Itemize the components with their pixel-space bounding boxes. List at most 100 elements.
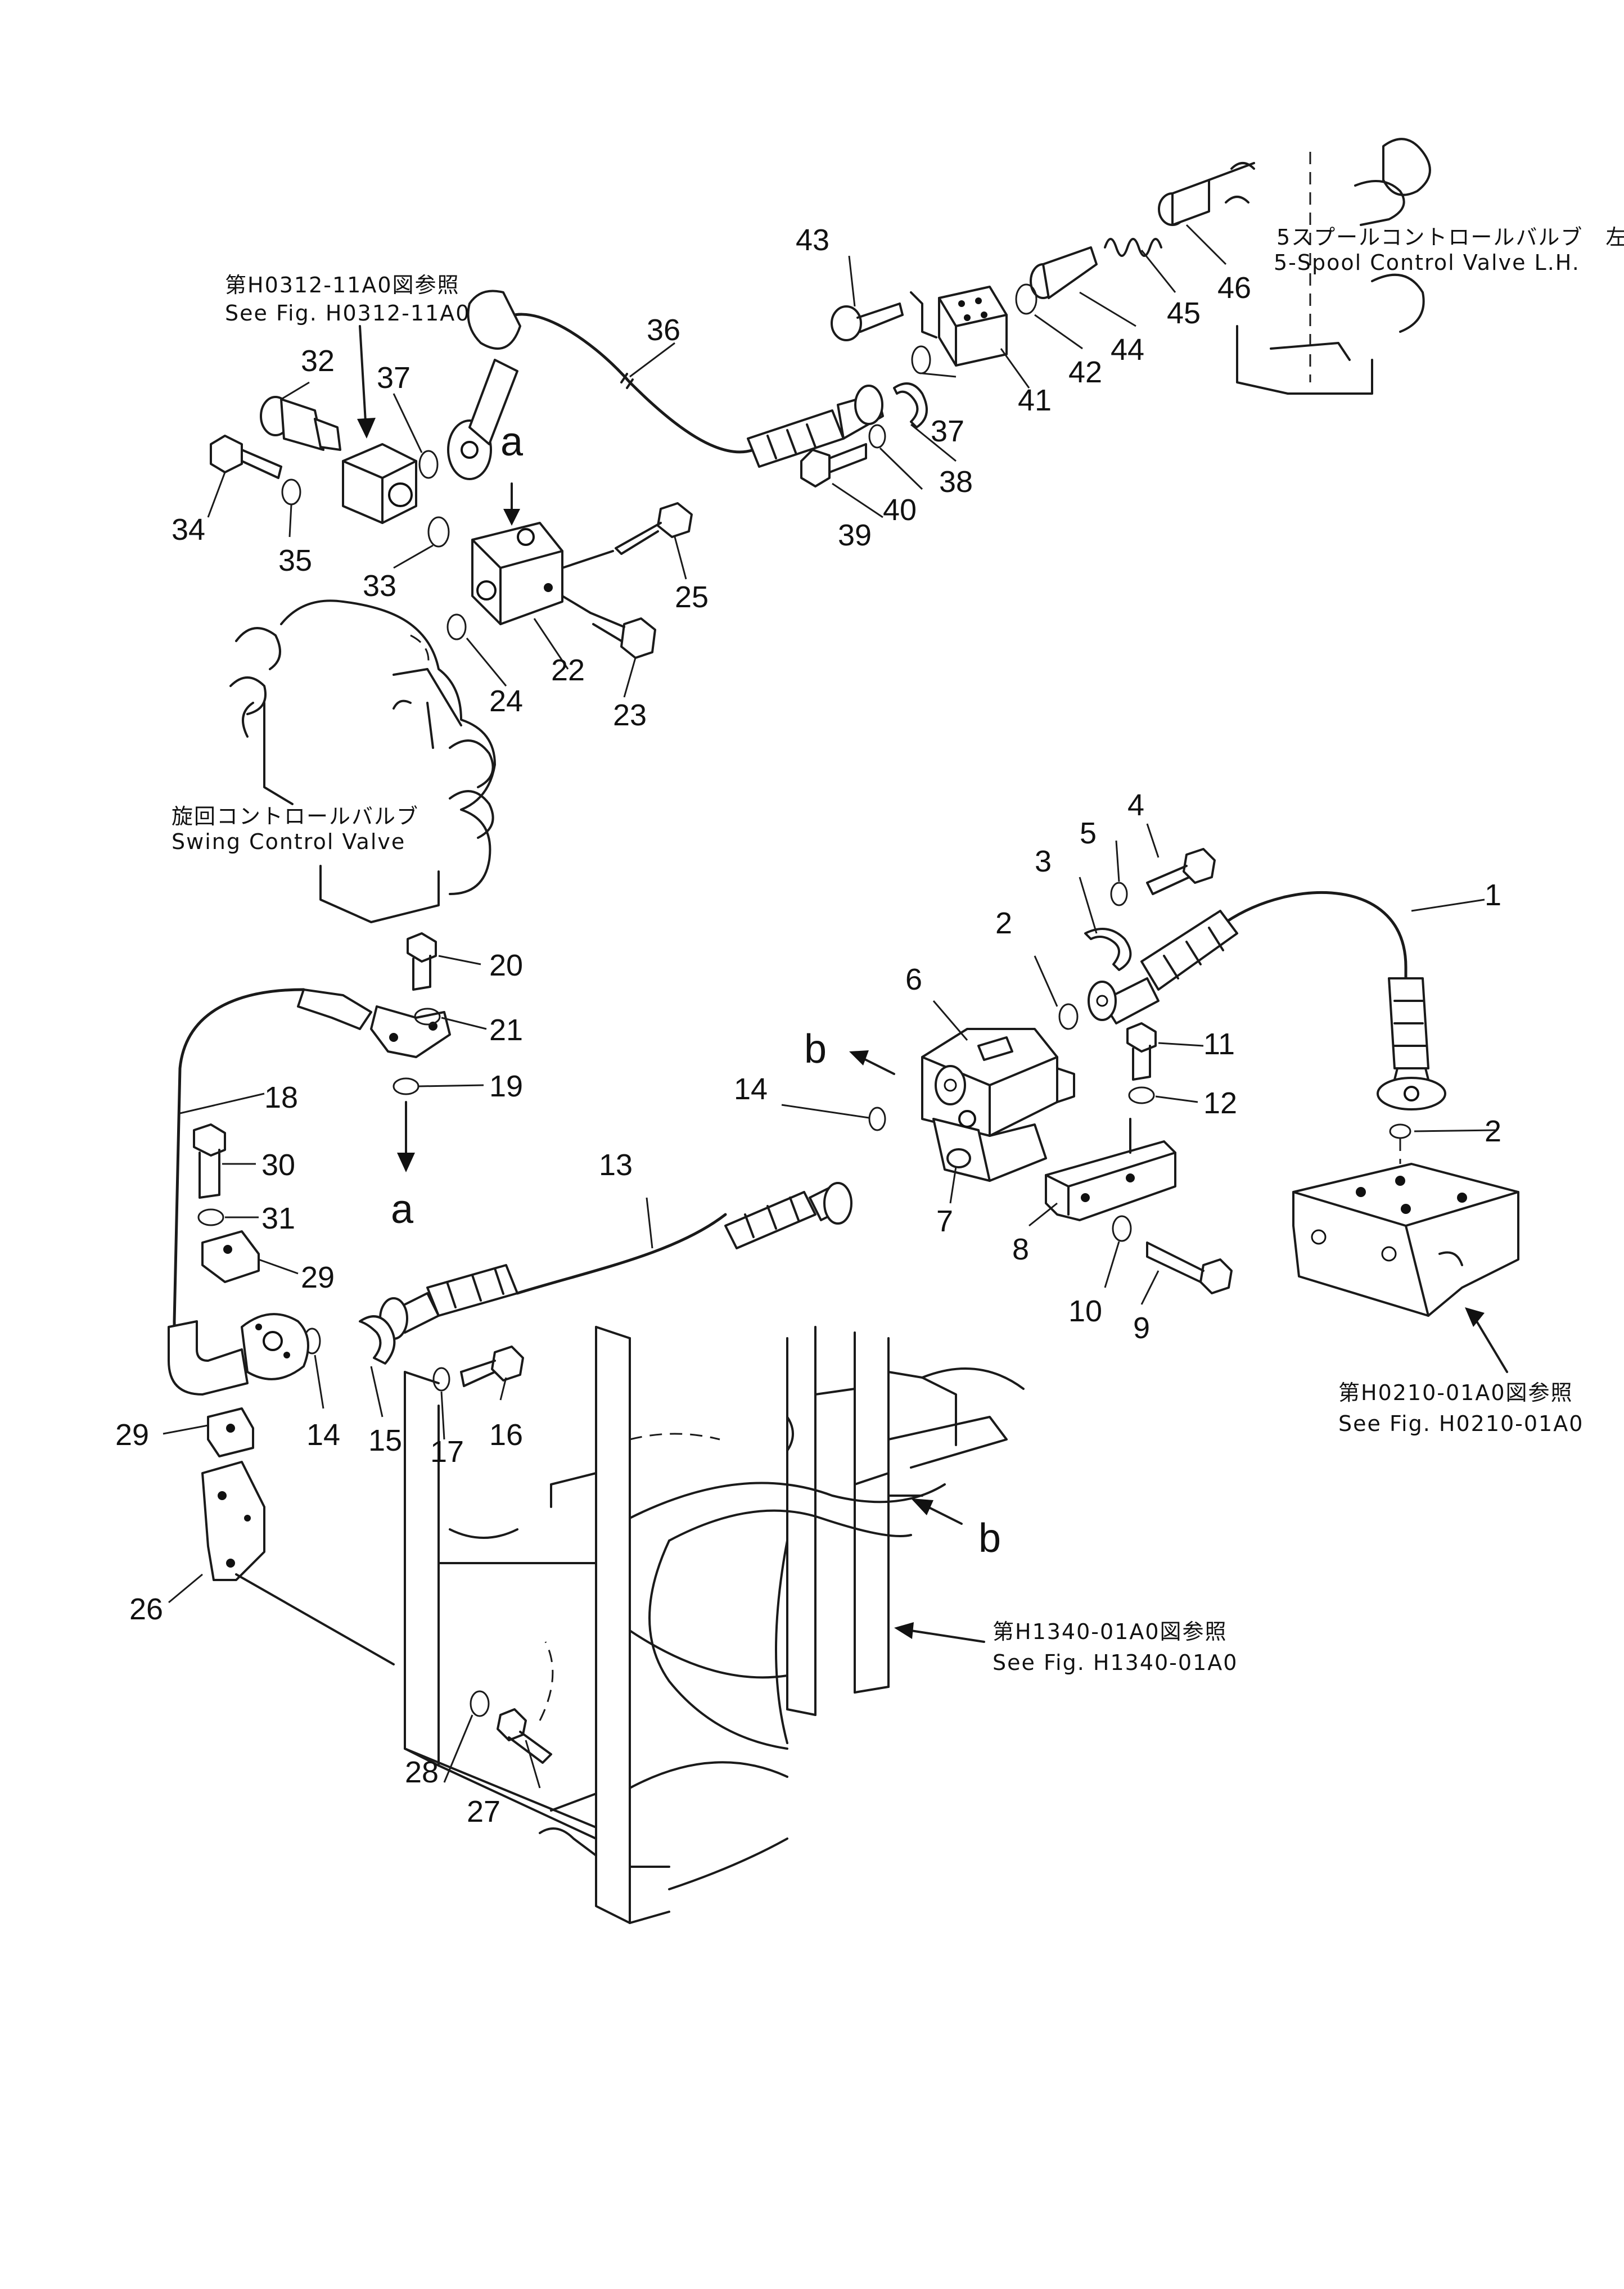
part-8-bracket [1045, 1118, 1176, 1221]
part-27-bolt [497, 1708, 552, 1764]
part-24-o-ring [446, 613, 467, 640]
ref-h0210-jp: 第H0210-01A0図参照 [1338, 1380, 1573, 1405]
label-38: 38 [939, 465, 973, 499]
label-37-left: 37 [377, 361, 410, 395]
part-31-washer [197, 1208, 224, 1226]
label-27: 27 [467, 1795, 500, 1829]
label-2-upper: 2 [995, 906, 1012, 940]
part-19-o-ring [393, 1077, 419, 1095]
part-26-bracket [201, 1461, 265, 1581]
part-5-washer [1110, 882, 1128, 906]
part-10-washer [1112, 1215, 1132, 1242]
part-35-washer [281, 478, 301, 505]
part-44-plunger [1030, 246, 1098, 299]
label-11: 11 [1203, 1027, 1235, 1061]
part-22-block [471, 522, 563, 625]
part-21-washer [414, 1008, 441, 1026]
label-7: 7 [936, 1204, 953, 1238]
part-37-o-ring-left [418, 450, 439, 479]
label-22: 22 [551, 653, 585, 687]
part-41-block [938, 286, 1008, 367]
label-30: 30 [261, 1148, 295, 1182]
arrow-a-lower-head [397, 1153, 415, 1172]
part-29-clamp-upper [201, 1230, 260, 1283]
part-28-washer [470, 1690, 490, 1717]
label-35: 35 [278, 544, 312, 577]
part-18-pipe-elbow [168, 1313, 309, 1396]
part-37-o-ring-upper [911, 345, 931, 374]
label-8: 8 [1012, 1232, 1029, 1266]
label-18: 18 [264, 1081, 298, 1114]
five-spool-control-valve [1225, 138, 1431, 395]
ref-h0312-jp: 第H0312-11A0図参照 [225, 273, 460, 297]
label-17: 17 [430, 1435, 464, 1469]
part-36-hose [467, 290, 884, 468]
swing-control-valve [229, 599, 496, 923]
part-45-spring [1104, 238, 1162, 257]
part-1-fitting [1088, 910, 1238, 1024]
label-43: 43 [796, 223, 829, 257]
label-28: 28 [405, 1755, 439, 1789]
label-40: 40 [883, 493, 917, 527]
label-37-upper: 37 [931, 414, 964, 448]
part-29-clamp-lower [207, 1407, 254, 1457]
reference-notes: 第H0312-11A0図参照 See Fig. H0312-11A0 5スプール… [172, 225, 1624, 1675]
manifold-block-h0210 [1292, 1139, 1519, 1317]
arrow-h1340-line [910, 1629, 985, 1643]
arrow-b-lower-line [927, 1506, 963, 1525]
letter-b-lower: b [978, 1516, 1001, 1561]
part-15-split-flange [359, 1315, 396, 1365]
arrow-a-head [503, 509, 520, 526]
letter-a-upper: a [500, 419, 524, 464]
label-5: 5 [1080, 816, 1097, 850]
label-36: 36 [647, 313, 680, 347]
label-6: 6 [905, 963, 922, 996]
part-14-o-ring-middle [868, 1107, 886, 1131]
part-42-o-ring [1015, 283, 1037, 315]
arrow-h0312-line [359, 325, 367, 423]
label-14-middle: 14 [734, 1072, 768, 1106]
label-1: 1 [1485, 878, 1501, 912]
label-21: 21 [489, 1013, 523, 1047]
ref-spool-en: 5-Spool Control Valve L.H. [1274, 250, 1580, 275]
part-6-valve [921, 1028, 1075, 1182]
part-38-split-flange [893, 382, 928, 428]
label-14-left: 14 [306, 1418, 340, 1452]
label-44: 44 [1111, 333, 1144, 367]
label-45: 45 [1167, 296, 1201, 330]
label-15: 15 [368, 1424, 402, 1457]
part-25-bolt [561, 502, 693, 569]
letter-b-upper: b [804, 1027, 827, 1072]
arrow-h0312-head [357, 418, 376, 439]
bracket-leader [235, 1573, 395, 1665]
part-16-bolt [460, 1346, 524, 1387]
part-32-adapter [260, 396, 341, 451]
label-9: 9 [1133, 1311, 1150, 1345]
part-33-o-ring [427, 516, 450, 548]
part-23-fitting [561, 595, 656, 659]
label-12: 12 [1203, 1086, 1237, 1120]
label-24: 24 [489, 684, 523, 718]
arrow-h0210-line [1472, 1315, 1508, 1373]
label-33: 33 [363, 569, 396, 603]
leader-lines [163, 224, 1496, 1789]
label-10: 10 [1068, 1294, 1102, 1328]
part-40-washer [868, 424, 886, 449]
ref-swing-jp: 旋回コントロールバルブ [172, 804, 419, 829]
ref-swing-en: Swing Control Valve [172, 829, 405, 854]
label-16: 16 [489, 1418, 523, 1452]
label-25: 25 [675, 580, 709, 614]
label-39: 39 [838, 518, 872, 552]
label-34: 34 [172, 513, 205, 547]
label-23: 23 [613, 698, 647, 732]
label-31: 31 [261, 1202, 295, 1235]
ref-h1340-en: See Fig. H1340-01A0 [993, 1650, 1238, 1675]
part-11-bolt [1126, 1022, 1157, 1081]
part-2-o-ring-lower [1389, 1123, 1411, 1139]
letter-a-lower: a [391, 1187, 414, 1232]
part-4-bolt [1146, 848, 1216, 895]
part-34-bolt [210, 435, 282, 479]
arrow-b-upper-head [849, 1050, 869, 1066]
label-41: 41 [1018, 383, 1052, 417]
label-20: 20 [489, 949, 523, 982]
